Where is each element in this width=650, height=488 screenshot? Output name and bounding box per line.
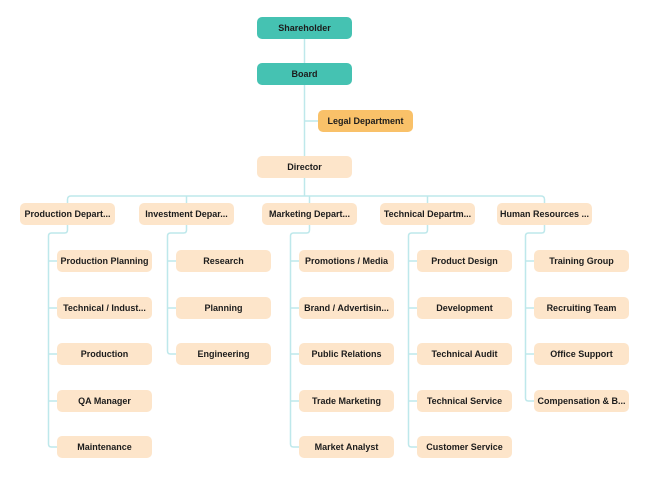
connector-rail-marketing xyxy=(289,225,311,448)
node-office-support[interactable]: Office Support xyxy=(534,343,629,365)
node-dept-technical[interactable]: Technical Departm... xyxy=(380,203,475,225)
node-legal-department[interactable]: Legal Department xyxy=(318,110,413,132)
node-dept-human-resources[interactable]: Human Resources ... xyxy=(497,203,592,225)
node-dept-investment[interactable]: Investment Depar... xyxy=(139,203,234,225)
node-shareholder[interactable]: Shareholder xyxy=(257,17,352,39)
node-engineering[interactable]: Engineering xyxy=(176,343,271,365)
node-technical-service[interactable]: Technical Service xyxy=(417,390,512,412)
node-promotions-media[interactable]: Promotions / Media xyxy=(299,250,394,272)
node-market-analyst[interactable]: Market Analyst xyxy=(299,436,394,458)
node-public-relations[interactable]: Public Relations xyxy=(299,343,394,365)
node-recruiting-team[interactable]: Recruiting Team xyxy=(534,297,629,319)
node-training-group[interactable]: Training Group xyxy=(534,250,629,272)
connector-rail-technical xyxy=(407,225,429,448)
node-production-planning[interactable]: Production Planning xyxy=(57,250,152,272)
node-dept-marketing[interactable]: Marketing Depart... xyxy=(262,203,357,225)
connector-rail-investment xyxy=(166,225,188,355)
node-customer-service[interactable]: Customer Service xyxy=(417,436,512,458)
node-technical-industrial[interactable]: Technical / Indust... xyxy=(57,297,152,319)
connector-department-bus xyxy=(66,195,546,203)
node-brand-advertising[interactable]: Brand / Advertisin... xyxy=(299,297,394,319)
node-production[interactable]: Production xyxy=(57,343,152,365)
node-director[interactable]: Director xyxy=(257,156,352,178)
node-dept-production[interactable]: Production Depart... xyxy=(20,203,115,225)
node-research[interactable]: Research xyxy=(176,250,271,272)
node-maintenance[interactable]: Maintenance xyxy=(57,436,152,458)
node-technical-audit[interactable]: Technical Audit xyxy=(417,343,512,365)
node-planning[interactable]: Planning xyxy=(176,297,271,319)
node-board[interactable]: Board xyxy=(257,63,352,85)
node-product-design[interactable]: Product Design xyxy=(417,250,512,272)
node-trade-marketing[interactable]: Trade Marketing xyxy=(299,390,394,412)
connector-rail-production xyxy=(47,225,69,448)
node-development[interactable]: Development xyxy=(417,297,512,319)
node-qa-manager[interactable]: QA Manager xyxy=(57,390,152,412)
connector-rail-human-resources xyxy=(524,225,546,402)
node-compensation-benefits[interactable]: Compensation & B... xyxy=(534,390,629,412)
